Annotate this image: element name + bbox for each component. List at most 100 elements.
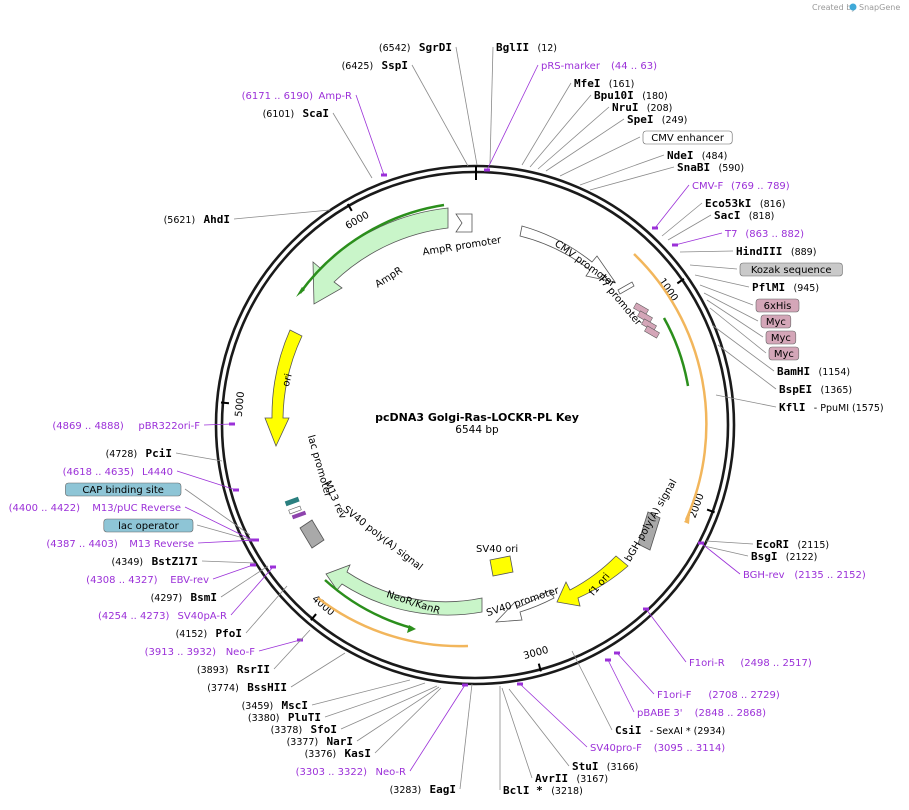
- site-name-bsshii-left-19[interactable]: BssHII: [247, 681, 287, 694]
- site-name-bgh-rev-right-25[interactable]: BGH-rev: [743, 570, 785, 581]
- site-name-eco53ki-right-10[interactable]: Eco53kI: [705, 197, 751, 210]
- primer-mark-bgh-rev-right-25: [698, 541, 704, 545]
- neor-arrow[interactable]: [325, 564, 483, 616]
- site-name-cmv-f-right-9[interactable]: CMV-F: [692, 181, 723, 192]
- site-name-mfei-right-2[interactable]: MfeI: [574, 77, 601, 90]
- leader-cmv-f-right-9: [654, 184, 690, 229]
- feature-label-lac-operator-left-10: lac operator: [118, 521, 179, 532]
- leader-myc-right-19: [709, 307, 767, 354]
- site-name-avrii-right-32[interactable]: AvrII: [535, 772, 568, 785]
- site-name-eagi-left-26[interactable]: EagI: [430, 783, 457, 796]
- leader-kozak-sequence-right-14: [689, 264, 738, 270]
- feature-box-myc-right-17[interactable]: [760, 314, 792, 329]
- site-pos-csii-right-29: - SexAI * (2934): [650, 726, 725, 737]
- feature-box-lac-operator-left-10[interactable]: [103, 518, 194, 533]
- site-name-rsrii-left-18[interactable]: RsrII: [237, 663, 270, 676]
- site-pos-hindiii-right-13: (889): [791, 247, 817, 258]
- site-name-sspi-left-1[interactable]: SspI: [382, 59, 409, 72]
- feature-box-myc-right-19[interactable]: [768, 346, 800, 361]
- site-name-sgrdi-left-0[interactable]: SgrDI: [419, 41, 452, 54]
- site-name-m13-puc-reverse-left-9[interactable]: M13/pUC Reverse: [92, 503, 181, 514]
- site-name-l4440-left-7[interactable]: L4440: [142, 467, 173, 478]
- site-name-kasi-left-24[interactable]: KasI: [345, 747, 372, 760]
- leader-neo-r-left-25: [409, 684, 466, 772]
- site-name-bsgi-right-24[interactable]: BsgI: [751, 550, 778, 563]
- site-name-neo-f-left-17[interactable]: Neo-F: [226, 647, 256, 658]
- leader-bsmi-left-14: [220, 565, 269, 598]
- site-pos-bamhi-right-20: (1154): [819, 367, 851, 378]
- site-name-prs-marker-right-1[interactable]: pRS-marker: [541, 61, 601, 72]
- site-name-bamhi-right-20[interactable]: BamHI: [777, 365, 810, 378]
- site-name-nari-left-23[interactable]: NarI: [327, 735, 354, 748]
- site-name-amp-r-left-2[interactable]: Amp-R: [319, 91, 353, 102]
- t7-promoter-arrow[interactable]: [617, 281, 635, 295]
- ori-arrow[interactable]: [264, 329, 303, 448]
- backbone: [214, 164, 736, 686]
- ampr-arrow[interactable]: [312, 207, 449, 305]
- site-name-bcli-right-33[interactable]: BclI *: [503, 784, 543, 797]
- site-name-ecori-right-23[interactable]: EcoRI: [756, 538, 789, 551]
- site-pos-sspi-left-1: (6425): [342, 61, 374, 72]
- site-name-bglii-right-0[interactable]: BglII: [496, 41, 529, 54]
- site-name-msci-left-20[interactable]: MscI: [282, 699, 309, 712]
- site-pos-pfoi-left-16: (4152): [176, 629, 208, 640]
- t7-promoter-label: T7 promoter: [594, 273, 644, 329]
- site-name-pfoi-left-16[interactable]: PfoI: [216, 627, 243, 640]
- leader-ndei-right-7: [579, 154, 665, 186]
- site-name-ndei-right-7[interactable]: NdeI: [667, 149, 694, 162]
- site-name-hindiii-right-13[interactable]: HindIII: [736, 245, 782, 258]
- site-name-f1ori-f-right-27[interactable]: F1ori-F: [657, 690, 692, 701]
- site-name-f1ori-r-right-26[interactable]: F1ori-R: [689, 658, 725, 669]
- site-name-sv40pro-f-right-30[interactable]: SV40pro-F: [590, 743, 642, 754]
- site-name-ahdi-left-4[interactable]: AhdI: [204, 213, 231, 226]
- site-name-csii-right-29[interactable]: CsiI: [615, 724, 642, 737]
- site-name-bsmi-left-14[interactable]: BsmI: [191, 591, 218, 604]
- ampr-promoter-arrow[interactable]: [455, 213, 473, 233]
- site-name-bspei-right-21[interactable]: BspEI: [779, 383, 812, 396]
- site-name-stui-right-31[interactable]: StuI: [572, 760, 599, 773]
- feature-box-myc-right-18[interactable]: [765, 330, 797, 345]
- feature-label-kozak-sequence-right-14: Kozak sequence: [751, 265, 832, 276]
- site-name-neo-r-left-25[interactable]: Neo-R: [376, 767, 407, 778]
- site-pos-bspei-right-21: (1365): [821, 385, 853, 396]
- leader-snabi-right-8: [589, 166, 675, 191]
- feature-box-6xhis-right-16[interactable]: [755, 298, 800, 313]
- ampr-orf-line: [298, 203, 445, 294]
- site-pos-sv40pa-r-left-15: (4254 .. 4273): [98, 611, 170, 622]
- site-name-m13-reverse-left-11[interactable]: M13 Reverse: [129, 539, 194, 550]
- sv40-polya-box[interactable]: [299, 519, 325, 549]
- site-name-ebv-rev-left-13[interactable]: EBV-rev: [170, 575, 209, 586]
- site-name-bstz17i-left-12[interactable]: BstZ17I: [152, 555, 198, 568]
- site-name-bpu10i-right-3[interactable]: Bpu10I: [594, 89, 634, 102]
- feature-box-cap-binding-site-left-8[interactable]: [65, 482, 182, 497]
- bgh-polya-box[interactable]: [637, 511, 661, 551]
- primer-mark-amp-r-left-2: [381, 173, 387, 177]
- site-name-t7-right-12[interactable]: T7: [724, 229, 737, 240]
- leader-bpu10i-right-3: [529, 94, 592, 168]
- site-name-nrui-right-4[interactable]: NruI: [612, 101, 639, 114]
- feature-box-kozak-sequence-right-14[interactable]: [739, 262, 843, 277]
- snapgene-brand: SnapGene: [859, 3, 900, 12]
- site-name-kfli-right-22[interactable]: KflI: [779, 401, 806, 414]
- site-name-sv40pa-r-left-15[interactable]: SV40pA-R: [178, 611, 227, 622]
- feature-box-cmv-enhancer-right-6[interactable]: [642, 130, 733, 145]
- cmv-promoter-arrow[interactable]: [519, 225, 616, 283]
- feature-label-myc-right-18: Myc: [771, 333, 791, 344]
- site-pos-sgrdi-left-0: (6542): [379, 43, 411, 54]
- tick-mark-5000: [220, 401, 230, 405]
- site-name-snabi-right-8[interactable]: SnaBI: [677, 161, 710, 174]
- f1-ori-arrow[interactable]: [556, 555, 629, 607]
- sv40-ori-box[interactable]: [489, 555, 514, 577]
- site-name-saci-right-11[interactable]: SacI: [714, 209, 741, 222]
- tick-mark-6000: [346, 203, 353, 212]
- site-name-pflmi-right-15[interactable]: PflMI: [752, 281, 785, 294]
- site-name-pbr322ori-f-left-5[interactable]: pBR322ori-F: [138, 421, 200, 432]
- site-name-spei-right-5[interactable]: SpeI: [627, 113, 654, 126]
- site-name-pluti-left-21[interactable]: PluTI: [288, 711, 321, 724]
- leader-ebv-rev-left-13: [212, 564, 254, 580]
- site-name-pbabe-3-right-28[interactable]: pBABE 3': [637, 708, 683, 719]
- sv40-promoter-arrow[interactable]: [494, 589, 555, 623]
- site-name-pcii-left-6[interactable]: PciI: [146, 447, 173, 460]
- site-name-scai-left-3[interactable]: ScaI: [303, 107, 330, 120]
- site-name-sfoi-left-22[interactable]: SfoI: [311, 723, 338, 736]
